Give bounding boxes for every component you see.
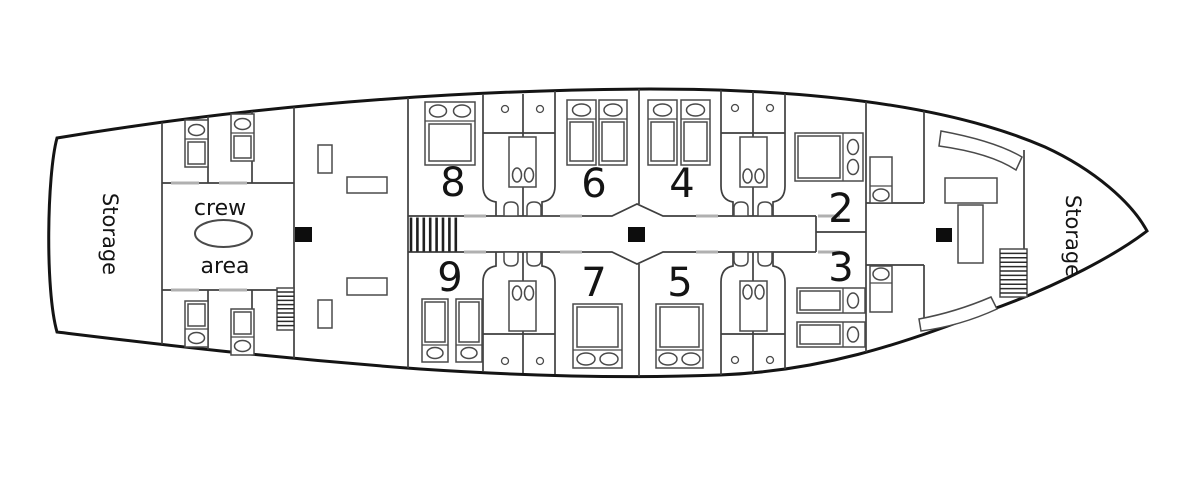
crew-area-label-line2: area — [200, 254, 249, 279]
cabin-7-bed — [572, 303, 623, 369]
cabin-8-bed — [424, 101, 476, 166]
cabin-4-beds — [647, 99, 711, 166]
foredeck-bulwark-benches — [918, 130, 1023, 332]
cabin-5-bed — [655, 303, 704, 369]
bathroom-neck-walls — [482, 185, 786, 283]
door-thresholds — [171, 181, 840, 292]
crew-area-label-line1: crew — [194, 196, 246, 221]
bathroom-strip-b-fixtures — [730, 103, 775, 365]
crew-bunk-bottom-2 — [230, 308, 255, 356]
bathroom-strip-a-fixtures — [500, 104, 545, 366]
cabin-9-number: 9 — [437, 255, 462, 301]
cabin-4-number: 4 — [669, 161, 694, 207]
cabin-3-number: 3 — [828, 245, 853, 291]
crew-bunk-bottom-1 — [184, 300, 209, 348]
cabin-6-number: 6 — [581, 161, 606, 207]
bow-bathroom-fixtures — [869, 156, 893, 313]
cabin-3-beds — [796, 287, 866, 348]
storage-bow-label: Storage — [1061, 195, 1085, 277]
crew-area-table — [194, 219, 253, 248]
cabin-2-bed — [794, 132, 864, 182]
saloon-furniture — [317, 144, 388, 329]
crew-bunk-top-2 — [230, 113, 255, 162]
cabin-7-number: 7 — [581, 260, 606, 306]
storage-stern-label: Storage — [98, 193, 122, 275]
cabin-2-number: 2 — [828, 186, 853, 232]
cabin-9-beds — [421, 298, 483, 363]
stern-ladder — [276, 287, 295, 331]
cabin-5-number: 5 — [667, 260, 692, 306]
foredeck-tables — [944, 177, 998, 264]
bow-ladder — [999, 248, 1028, 298]
cabin-6-beds — [566, 99, 628, 166]
crew-bunk-top-1 — [184, 119, 209, 168]
corridor-stairs — [409, 217, 458, 252]
mast-marker-aft — [295, 227, 312, 242]
cabin-8-number: 8 — [440, 160, 465, 206]
mast-marker-fore — [936, 228, 952, 242]
mast-marker-mid — [628, 227, 645, 242]
